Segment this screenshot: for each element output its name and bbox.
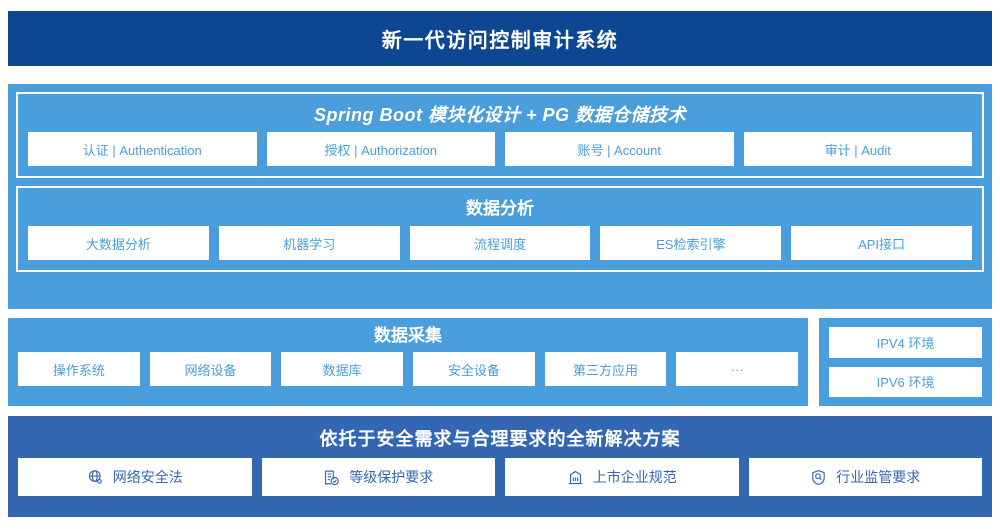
card-machine-learning[interactable]: 机器学习 [218,226,400,260]
panel-title-data-analysis: 数据分析 [466,199,534,218]
card-row-data-collection: 操作系统 网络设备 数据库 安全设备 第三方应用 ··· [18,352,799,386]
building-icon [567,469,584,486]
panel-data-collection: 数据采集 操作系统 网络设备 数据库 安全设备 第三方应用 ··· [8,318,808,406]
card-third-party-app[interactable]: 第三方应用 [544,352,667,386]
card-ipv4-environment[interactable]: IPV4 环境 [829,327,982,358]
card-ipv6-environment[interactable]: IPV6 环境 [829,366,982,397]
panel-title-solution: 依托于安全需求与合理要求的全新解决方案 [319,429,681,449]
card-big-data-analysis[interactable]: 大数据分析 [28,226,209,260]
solution-section: 依托于安全需求与合理要求的全新解决方案 网络安全法 [8,416,992,517]
card-label: 上市企业规范 [592,469,677,485]
card-more[interactable]: ··· [676,352,799,386]
shield-search-icon [810,469,827,486]
globe-icon [87,469,104,486]
card-label: 行业监管要求 [836,469,921,485]
card-row-data-analysis: 大数据分析 机器学习 流程调度 ES检索引擎 API接口 [28,226,972,260]
card-label: 等级保护要求 [349,469,434,485]
card-row-spring-boot: 认证 | Authentication 授权 | Authorization 账… [28,132,972,166]
card-row-solution: 网络安全法 等级保护要求 [18,458,982,496]
card-audit[interactable]: 审计 | Audit [743,132,972,166]
card-operating-system[interactable]: 操作系统 [18,352,140,386]
collection-section: 数据采集 操作系统 网络设备 数据库 安全设备 第三方应用 ··· IPV4 环… [8,318,992,406]
card-security-device[interactable]: 安全设备 [413,352,535,386]
document-check-icon [323,469,340,486]
panel-spring-boot: Spring Boot 模块化设计 + PG 数据仓储技术 认证 | Authe… [16,92,984,178]
panel-title-data-collection: 数据采集 [374,326,442,345]
card-classified-protection[interactable]: 等级保护要求 [261,458,495,496]
card-api-interface[interactable]: API接口 [791,226,972,260]
panel-title-spring-boot: Spring Boot 模块化设计 + PG 数据仓储技术 [313,105,686,125]
panel-ip-environments: IPV4 环境 IPV6 环境 [819,318,992,406]
page-title: 新一代访问控制审计系统 [381,30,619,52]
card-database[interactable]: 数据库 [281,352,404,386]
card-listed-enterprise-standard[interactable]: 上市企业规范 [505,458,739,496]
page-header: 新一代访问控制审计系统 [8,11,992,66]
card-process-scheduling[interactable]: 流程调度 [409,226,591,260]
card-network-device[interactable]: 网络设备 [149,352,272,386]
card-authorization[interactable]: 授权 | Authorization [266,132,495,166]
platform-section: Spring Boot 模块化设计 + PG 数据仓储技术 认证 | Authe… [8,84,992,309]
card-label: 网络安全法 [112,469,183,485]
card-account[interactable]: 账号 | Account [505,132,734,166]
card-authentication[interactable]: 认证 | Authentication [28,132,257,166]
card-industry-regulation[interactable]: 行业监管要求 [748,458,982,496]
card-cybersecurity-law[interactable]: 网络安全法 [18,458,252,496]
card-es-search-engine[interactable]: ES检索引擎 [600,226,782,260]
panel-data-analysis: 数据分析 大数据分析 机器学习 流程调度 ES检索引擎 API接口 [16,186,984,272]
